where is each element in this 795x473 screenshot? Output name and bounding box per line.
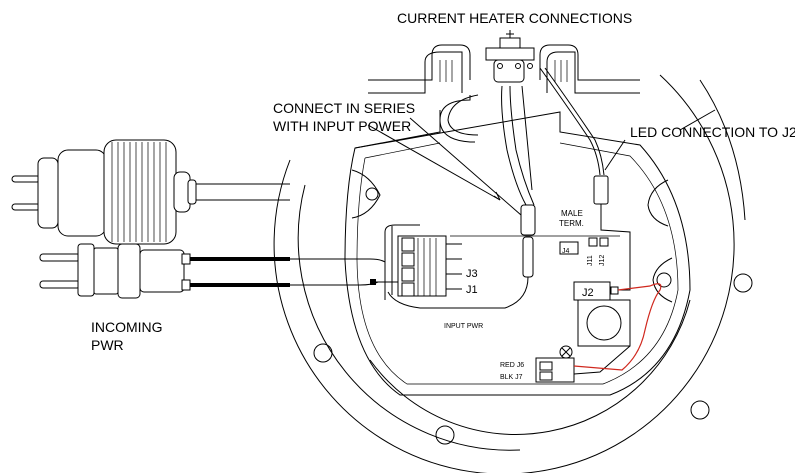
mounting-boss [647, 179, 669, 227]
j11-header [588, 237, 598, 247]
heater-leads [387, 67, 631, 309]
j1-label: J1 [466, 284, 478, 296]
heater-bracket [368, 30, 640, 143]
connect-in-series-label-2: WITH INPUT POWER [273, 118, 411, 134]
terminal-block: J3 J1 [370, 224, 478, 300]
input-pwr-label: INPUT PWR [444, 323, 483, 330]
current-heater-connections-label: CURRENT HEATER CONNECTIONS [397, 10, 632, 26]
mounting-boss [351, 169, 381, 219]
j2-label: J2 [582, 287, 594, 299]
incoming-pwr-label-2: PWR [91, 337, 124, 353]
control-board: MALE TERM. J4 J11 J12 J2 INPUT PWR RED J… [444, 209, 662, 383]
mounting-boss [652, 257, 673, 303]
red-j6-label: RED J6 [500, 362, 524, 369]
led-connector [593, 175, 609, 205]
connect-in-series-label-1: CONNECT IN SERIES [273, 100, 415, 116]
bolt-hole [313, 343, 333, 363]
enclosure-flange [273, 74, 753, 473]
j12-label: J12 [599, 255, 606, 266]
j4-label: J4 [562, 248, 570, 255]
blk-j7-label: BLK J7 [500, 374, 523, 381]
ground-marker [370, 279, 376, 285]
sensor-housing [577, 299, 631, 347]
plug-body [57, 149, 107, 237]
plug-body [37, 157, 59, 229]
j3-label: J3 [466, 268, 478, 280]
incoming-power-cord [11, 139, 386, 299]
male-term-label-2: TERM. [559, 219, 584, 228]
j12-header [599, 237, 609, 247]
thermostat-body [493, 59, 525, 83]
thermostat-knob [499, 37, 521, 49]
incoming-pwr-label-1: INCOMING [91, 319, 163, 335]
led-connection-label: LED CONNECTION TO J2 [630, 124, 795, 140]
plug-gland [103, 139, 177, 245]
j11-label: J11 [587, 255, 594, 266]
male-term-label-1: MALE [561, 209, 583, 218]
bolt-hole [690, 400, 710, 420]
inner-housing [344, 110, 691, 396]
red-wire [573, 283, 662, 371]
thermostat-plate [485, 47, 535, 61]
bolt-hole [435, 425, 455, 445]
inline-splice [522, 236, 534, 278]
adjust-screw [559, 345, 573, 359]
bolt-hole [733, 273, 753, 293]
j4-header [559, 241, 579, 255]
inline-splice [520, 204, 536, 236]
callout-leaders [367, 117, 626, 216]
